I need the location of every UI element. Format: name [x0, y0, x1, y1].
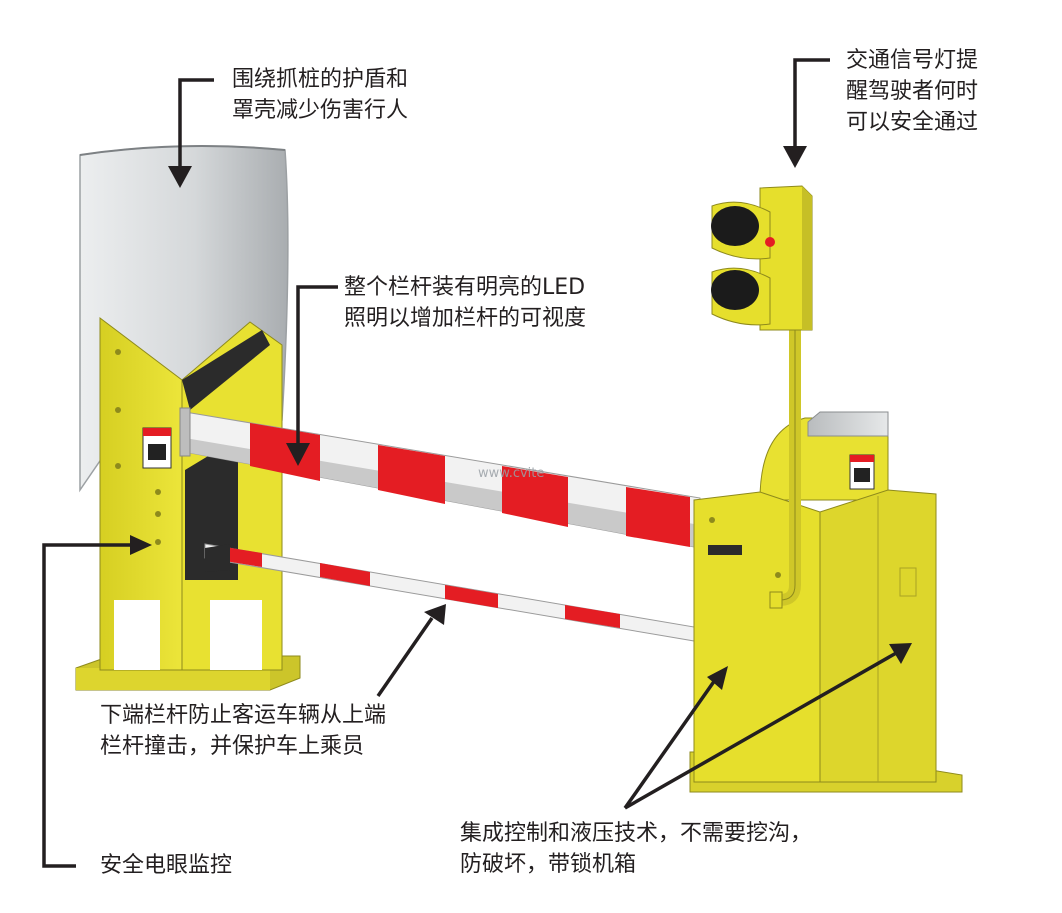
callout-lower-arm: 下端栏杆防止客运车辆从上端 栏杆撞击，并保护车上乘员 [100, 700, 386, 762]
callout-arrowheads [130, 146, 912, 690]
leader-lower-arm [376, 617, 434, 697]
control-cabinet [689, 411, 963, 793]
callout-led: 整个栏杆装有明亮的LED 照明以增加栏杆的可视度 [344, 272, 586, 334]
arrow-photo-eye [130, 535, 152, 555]
arm-stripe [250, 423, 320, 481]
callout-signal: 交通信号灯提 醒驾驶者何时 可以安全通过 [846, 45, 978, 138]
cabinet-front [693, 491, 821, 783]
arm-stripe [378, 445, 445, 504]
callout-lower-arm-line1: 下端栏杆防止客运车辆从上端 [100, 703, 387, 728]
arrow-hydraulic-a [707, 666, 728, 690]
arrow-hydraulic-b [889, 643, 912, 664]
callout-photo-eye: 安全电眼监控 [100, 850, 232, 881]
callout-signal-line2: 醒驾驶者何时 [846, 79, 979, 104]
arrow-signal [783, 146, 807, 168]
watermark: www.cvite [478, 466, 545, 481]
callout-shield: 围绕抓桩的护盾和 罩壳减少伤害行人 [232, 64, 408, 126]
arrow-led [286, 443, 310, 466]
arrow-shield [168, 166, 192, 188]
leader-hydraulic-a [623, 678, 717, 810]
brand-plate [708, 545, 742, 555]
leader-hydraulic-b [624, 650, 899, 810]
arrow-lower-arm [424, 604, 446, 625]
leader-signal [793, 58, 830, 148]
lower-arm [204, 543, 701, 643]
callout-led-line1: 整个栏杆装有明亮的LED [344, 275, 586, 300]
leader-led [296, 285, 338, 445]
callout-lower-arm-line2: 栏杆撞击，并保护车上乘员 [100, 734, 365, 759]
cabinet-lock [709, 517, 715, 523]
callout-photo-eye-line1: 安全电眼监控 [100, 853, 233, 878]
traffic-light [711, 185, 813, 609]
callout-hydraulic-line1: 集成控制和液压技术，不需要挖沟， [460, 821, 813, 846]
callout-signal-line1: 交通信号灯提 [846, 48, 979, 73]
leader-shield [178, 78, 214, 168]
callout-shield-line1: 围绕抓桩的护盾和 [232, 67, 409, 92]
arm-stripe [502, 466, 568, 527]
callout-signal-line3: 可以安全通过 [846, 110, 979, 135]
leader-photo-eye [42, 543, 132, 868]
callout-hydraulic-line2: 防破坏，带锁机箱 [460, 852, 637, 877]
arm-stripe [626, 487, 690, 547]
callout-led-line2: 照明以增加栏杆的可视度 [344, 306, 587, 331]
left-post [75, 145, 301, 691]
callout-hydraulic: 集成控制和液压技术，不需要挖沟， 防破坏，带锁机箱 [460, 818, 812, 880]
upper-arm [179, 407, 701, 549]
callout-shield-line2: 罩壳减少伤害行人 [232, 98, 409, 123]
callout-leaders [42, 58, 899, 868]
